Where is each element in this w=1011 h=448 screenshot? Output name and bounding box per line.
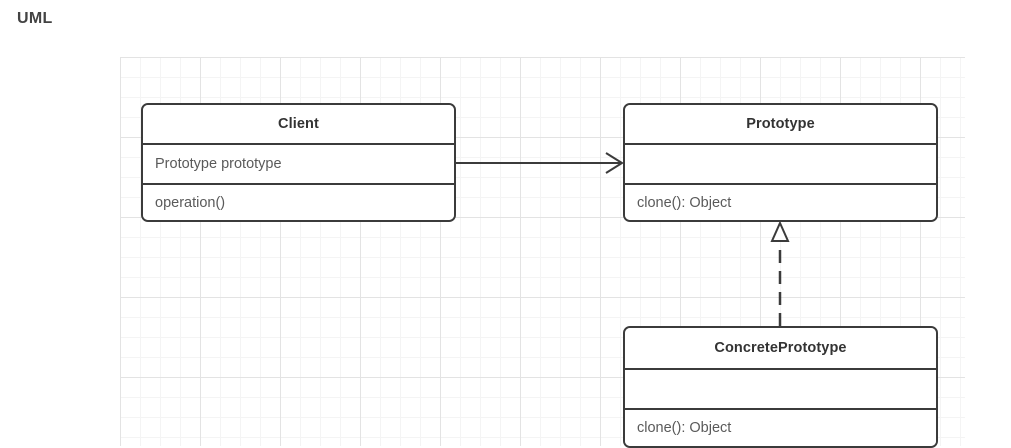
uml-class-concreteprototype-attribute xyxy=(625,368,936,408)
uml-class-prototype[interactable]: Prototype clone(): Object xyxy=(623,103,938,222)
uml-class-client-name: Client xyxy=(143,105,454,143)
uml-class-client[interactable]: Client Prototype prototype operation() xyxy=(141,103,456,222)
uml-class-client-operation: operation() xyxy=(143,183,454,220)
uml-class-concreteprototype-operation: clone(): Object xyxy=(625,408,936,446)
uml-class-prototype-operation: clone(): Object xyxy=(625,183,936,220)
realization-concreteprototype-to-prototype[interactable] xyxy=(770,220,790,326)
uml-class-client-attribute: Prototype prototype xyxy=(143,143,454,183)
uml-class-prototype-name: Prototype xyxy=(625,105,936,143)
open-arrowhead-icon xyxy=(605,152,624,174)
page-title: UML xyxy=(17,10,53,27)
uml-class-concreteprototype-name: ConcretePrototype xyxy=(625,328,936,368)
hollow-triangle-arrowhead-icon xyxy=(770,220,790,242)
uml-class-prototype-attribute xyxy=(625,143,936,183)
diagram-canvas[interactable]: Client Prototype prototype operation() P… xyxy=(120,57,965,448)
association-client-to-prototype[interactable] xyxy=(456,152,624,174)
uml-class-concreteprototype[interactable]: ConcretePrototype clone(): Object xyxy=(623,326,938,448)
